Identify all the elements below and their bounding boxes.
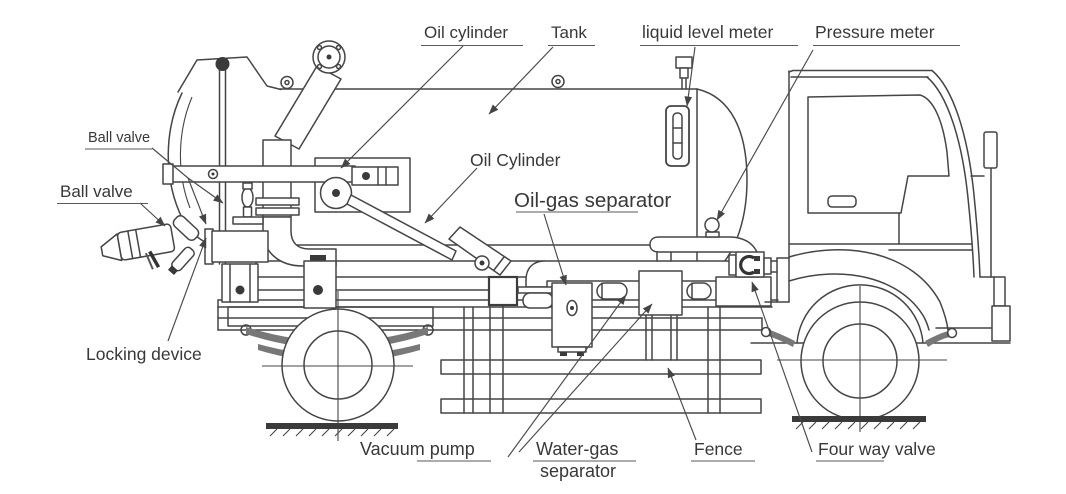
leader-oil-cylinder-top — [340, 45, 464, 169]
suction-boom-assembly — [215, 40, 346, 309]
leader-four-way-valve — [751, 281, 813, 453]
leader-oil-cylinder-mid — [424, 167, 478, 224]
leader-water-gas-separator — [518, 303, 653, 453]
tipping-oil-cylinder — [346, 194, 512, 276]
label-oil-gas-separator: Oil-gas separator — [514, 189, 671, 212]
oil-gas-separator-unit — [551, 282, 593, 356]
label-four-way-valve: Four way valve — [818, 439, 936, 459]
leader-ball-valve-upper — [151, 147, 189, 179]
leader-ball-valve-upper-b — [187, 177, 207, 225]
ground-hatch-front — [792, 416, 926, 430]
label-ball-valve-lower: Ball valve — [60, 182, 133, 201]
labels: Oil cylinder Tank liquid level meter Pre… — [57, 22, 960, 481]
label-water-gas-separator-line1: Water-gas — [536, 439, 618, 459]
water-gas-separator-unit — [638, 270, 683, 316]
leader-fence — [667, 367, 697, 441]
ground-hatch-rear — [266, 423, 398, 437]
leader-locking-device — [167, 237, 207, 342]
ball-valve-cluster — [100, 182, 269, 276]
pressure-meter-gauge — [704, 217, 720, 238]
leader-tank — [488, 46, 554, 115]
label-ball-valve-upper: Ball valve — [88, 130, 150, 146]
rear-chassis-block — [715, 276, 772, 307]
pipe-coupler-right — [686, 282, 712, 300]
label-oil-cylinder-top: Oil cylinder — [424, 23, 508, 42]
label-liquid-level-meter: liquid level meter — [642, 22, 773, 42]
leader-ball-valve-upper-a — [187, 177, 224, 204]
cylinder-foot-block — [487, 275, 519, 307]
fence-structure — [440, 304, 762, 414]
leader-liquid-level-meter — [684, 46, 696, 107]
label-vacuum-pump: Vacuum pump — [360, 439, 475, 459]
truck-cab — [764, 69, 1011, 344]
leader-ball-valve-lower — [139, 202, 166, 227]
rear-wheel — [262, 291, 413, 441]
label-pressure-meter: Pressure meter — [815, 22, 935, 42]
front-wheel — [777, 286, 947, 432]
label-locking-device: Locking device — [86, 344, 202, 364]
leader-oil-gas-separator — [543, 213, 567, 286]
label-fence: Fence — [694, 439, 743, 459]
leader-pressure-meter — [716, 49, 814, 221]
label-water-gas-separator-line2: separator — [540, 461, 616, 481]
pipe-coupler-left — [596, 282, 628, 300]
liquid-level-meter-gauge — [665, 56, 693, 167]
label-oil-cylinder-mid: Oil Cylinder — [470, 150, 561, 170]
oil-gas-outlet-pipe — [649, 236, 760, 278]
leader-lines — [139, 45, 814, 458]
four-way-valve-unit — [728, 251, 778, 278]
label-tank: Tank — [551, 23, 587, 42]
leader-vacuum-pump — [507, 294, 627, 458]
